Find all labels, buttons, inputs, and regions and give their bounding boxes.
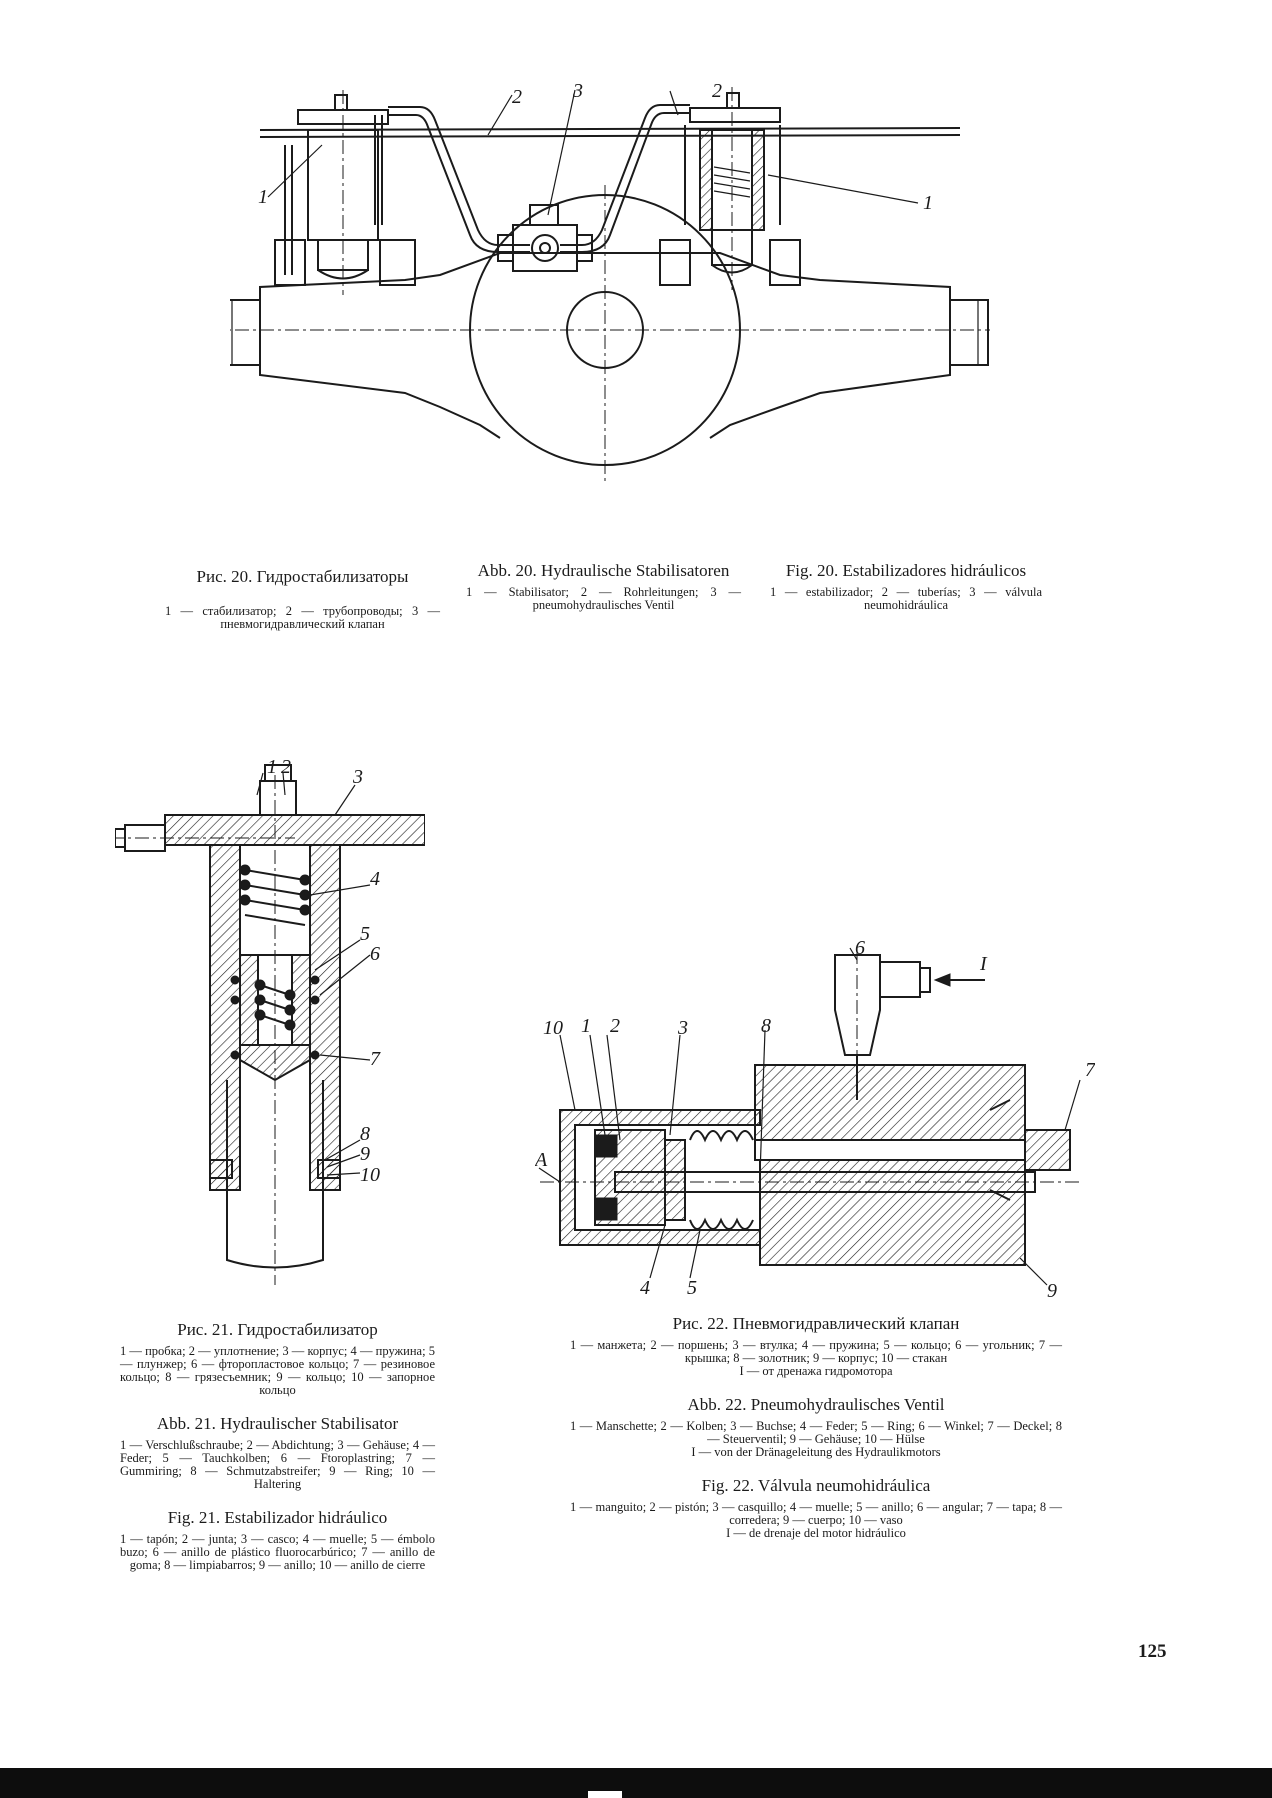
callout-3: 3 xyxy=(572,80,583,102)
callout-2-left: 2 xyxy=(512,86,522,108)
pipelines xyxy=(388,104,690,253)
figure-21-drawing: 1 2 3 4 5 6 7 8 9 10 xyxy=(115,755,425,1290)
f22-callout-A: A xyxy=(535,1149,548,1171)
f21-callout-2: 2 xyxy=(281,756,291,778)
f22-callout-4: 4 xyxy=(640,1277,650,1299)
left-stabilizer xyxy=(274,90,416,295)
f22-callout-7: 7 xyxy=(1085,1059,1095,1081)
f22-callout-8: 8 xyxy=(761,1015,771,1037)
fig20-caption-de: Abb. 20. Hydraulische Stabilisatoren 1 —… xyxy=(466,561,741,612)
f21-callout-3: 3 xyxy=(352,766,363,788)
f21-callout-5: 5 xyxy=(360,923,370,945)
f22-callout-I: I xyxy=(979,953,988,975)
spring-lower xyxy=(254,979,296,1031)
fig20-caption-es: Fig. 20. Estabilizadores hidráulicos 1 —… xyxy=(770,561,1042,612)
pneumohydraulic-valve xyxy=(497,204,593,272)
fig20-legend-ru: 1 — стабилизатор; 2 — трубопроводы; 3 — … xyxy=(165,604,440,631)
fig20-caption-ru: Рис. 20. Гидростабилизаторы 1 — стабилиз… xyxy=(165,567,440,631)
fig20-title-ru: Рис. 20. Гидростабилизаторы xyxy=(196,567,409,586)
callout-1-left: 1 xyxy=(258,186,268,208)
fig22-captions: Рис. 22. Пневмогидравлический клапан 1 —… xyxy=(570,1314,1062,1540)
fig22-note-es: I — de drenaje del motor hidráulico xyxy=(726,1526,906,1540)
callout-2-right: 2 xyxy=(712,80,722,102)
f22-callout-1: 1 xyxy=(581,1015,591,1037)
fig22-title-ru: Рис. 22. Пневмогидравлический клапан xyxy=(672,1314,960,1333)
valve-spring xyxy=(689,1130,754,1230)
right-stabilizer xyxy=(659,87,801,290)
fig22-note-de: I — von der Dränageleitung des Hydraulik… xyxy=(691,1445,941,1459)
f22-callout-5: 5 xyxy=(687,1277,697,1299)
figure-20-drawing: 1 2 3 2 1 xyxy=(230,75,990,525)
fig21-captions: Рис. 21. Гидростабилизатор 1 — пробка; 2… xyxy=(120,1320,435,1572)
f21-callout-4: 4 xyxy=(370,868,380,890)
fig22-legend-ru: 1 — манжета; 2 — поршень; 3 — втулка; 4 … xyxy=(570,1338,1062,1365)
fig21-legend-de: 1 — Verschlußschraube; 2 — Abdichtung; 3… xyxy=(120,1438,435,1491)
fig22-note-ru: I — от дренажа гидромотора xyxy=(739,1364,893,1378)
fig21-title-de: Abb. 21. Hydraulischer Stabilisator xyxy=(156,1414,399,1433)
figure-22-drawing: 6 I 10 1 2 3 8 7 A 4 5 9 xyxy=(535,940,1095,1300)
spring-upper xyxy=(239,864,311,926)
callout-1-right: 1 xyxy=(923,192,933,214)
fig22-legend-es: 1 — manguito; 2 — pistón; 3 — casquillo;… xyxy=(570,1500,1062,1527)
fig21-title-ru: Рис. 21. Гидростабилизатор xyxy=(177,1320,378,1339)
f21-callout-6: 6 xyxy=(370,943,380,965)
f22-callout-6: 6 xyxy=(855,940,865,959)
f21-callout-8: 8 xyxy=(360,1123,370,1145)
fig20-legend-es: 1 — estabilizador; 2 — tuberías; 3 — vál… xyxy=(770,585,1042,612)
fig21-legend-ru: 1 — пробка; 2 — уплотнение; 3 — корпус; … xyxy=(120,1344,435,1397)
f21-callout-10: 10 xyxy=(360,1164,380,1186)
f22-callout-3: 3 xyxy=(677,1017,688,1039)
scan-edge-bar xyxy=(0,1768,1272,1798)
f22-callout-10: 10 xyxy=(543,1017,563,1039)
scan-edge-mark xyxy=(588,1791,622,1798)
f21-callout-7: 7 xyxy=(370,1048,381,1070)
f21-callout-9: 9 xyxy=(360,1143,370,1165)
fig22-legend-de: 1 — Manschette; 2 — Kolben; 3 — Buchse; … xyxy=(570,1419,1062,1446)
fig22-title-de: Abb. 22. Pneumohydraulisches Ventil xyxy=(687,1395,945,1414)
fig20-title-es: Fig. 20. Estabilizadores hidráulicos xyxy=(785,561,1027,580)
fig20-title-de: Abb. 20. Hydraulische Stabilisatoren xyxy=(477,561,730,580)
f22-callout-9: 9 xyxy=(1047,1280,1057,1300)
axle-housing xyxy=(230,252,989,439)
f21-callout-1: 1 xyxy=(267,756,277,778)
fig21-legend-es: 1 — tapón; 2 — junta; 3 — casco; 4 — mue… xyxy=(120,1532,435,1572)
fig20-legend-de: 1 — Stabilisator; 2 — Rohrleitungen; 3 —… xyxy=(466,585,741,612)
f22-callout-2: 2 xyxy=(610,1015,620,1037)
fig22-title-es: Fig. 22. Válvula neumohidráulica xyxy=(701,1476,931,1495)
page-number: 125 xyxy=(1138,1641,1167,1662)
fig21-title-es: Fig. 21. Estabilizador hidráulico xyxy=(167,1508,388,1527)
